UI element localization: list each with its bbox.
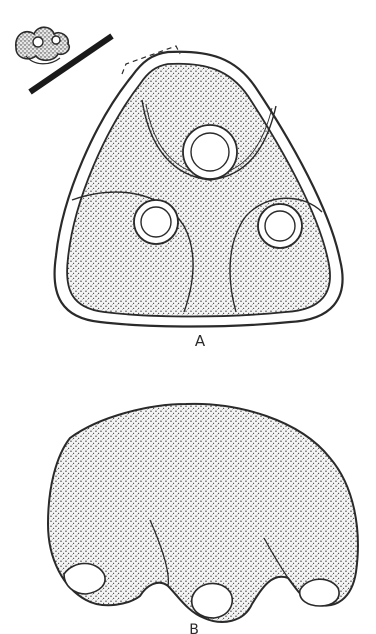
pore-left [134,200,178,244]
figure-a [55,46,343,327]
pore-b-right [300,579,339,606]
pore-b-left [64,564,105,595]
pore-top [183,125,237,179]
figure-b-label: B [189,622,199,634]
inset-sketch-icon [16,27,69,64]
pore-right [258,204,302,248]
figure-a-label: A [195,332,206,350]
pore-b-middle [192,583,233,618]
figure-b [48,404,358,622]
